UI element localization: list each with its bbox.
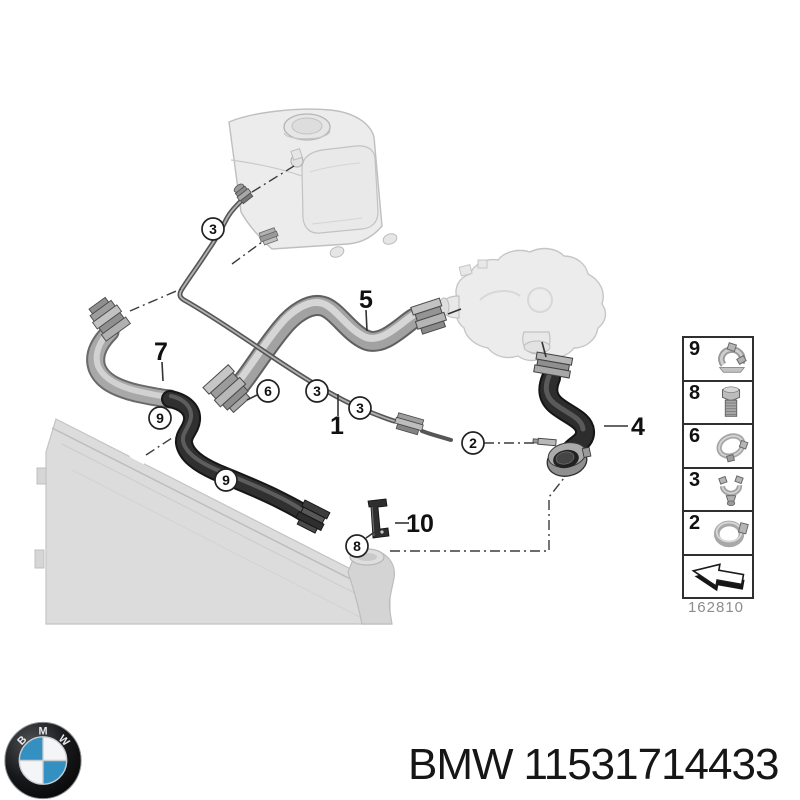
part-number: 11531714433 (523, 740, 780, 789)
hose-4-nipple (532, 437, 557, 447)
vent-pipe-top-fitting (233, 183, 254, 205)
leader-lines-solid (161, 308, 628, 539)
plain-labels: 5 7 1 4 10 (154, 286, 645, 538)
leader-pipe-to-tank-bottom (231, 241, 263, 265)
svg-text:9: 9 (156, 410, 164, 426)
bolt-icon (721, 385, 741, 417)
label-4: 4 (631, 413, 645, 441)
label-1: 1 (330, 412, 344, 440)
bmw-logo: B M W (4, 721, 82, 800)
hose-4-collar (533, 351, 574, 379)
legend-number: 2 (689, 512, 701, 534)
legend-item-2: 2 (684, 512, 752, 556)
hose-7 (86, 322, 180, 409)
legend-item-6: 6 (684, 425, 752, 469)
callout-8: 8 (345, 534, 369, 558)
figure-number: 162810 (687, 599, 745, 616)
cooling-hose-diagram: 3 6 3 3 2 9 9 8 5 (34, 108, 645, 625)
callout-9a: 9 (148, 406, 172, 430)
svg-text:3: 3 (209, 221, 217, 237)
svg-text:3: 3 (356, 400, 364, 416)
legend-box: 9 8 6 3 (682, 336, 754, 599)
hose-7-connector (88, 296, 131, 342)
legend-number: 3 (689, 468, 701, 491)
hose-4-flange (546, 442, 592, 477)
svg-text:2: 2 (469, 435, 477, 451)
bracket-part-10 (367, 498, 390, 539)
leader-lines-dashed (129, 165, 565, 552)
expansion-tank-ghost (228, 108, 398, 258)
legend-number: 8 (689, 381, 701, 404)
thermostat-housing-ghost (438, 247, 607, 362)
legend-arrow-cell (684, 555, 752, 597)
holder-clip-icon (718, 474, 744, 506)
legend-number: 9 (689, 338, 701, 360)
hose-9-end-ribs (295, 499, 331, 534)
leader-pipe-to-hose7 (129, 288, 182, 312)
legend-item-8: 8 (684, 381, 752, 425)
radiator-ghost (34, 418, 391, 625)
direction-arrow-icon (691, 562, 745, 591)
callout-3c: 3 (348, 396, 372, 420)
callout-2: 2 (461, 431, 485, 455)
callout-3a: 3 (201, 217, 225, 241)
leader-pipe-to-tank-top (251, 165, 295, 193)
svg-text:8: 8 (353, 538, 361, 554)
circle-callouts: 3 6 3 3 2 9 9 8 (148, 217, 485, 558)
leader-clamp9 (145, 437, 173, 456)
legend-number: 6 (689, 425, 701, 447)
svg-text:3: 3 (313, 383, 321, 399)
hose-4 (538, 368, 595, 461)
callout-3b: 3 (305, 379, 329, 403)
hose-clamp-icon (713, 520, 749, 548)
callout-9b: 9 (214, 468, 238, 492)
logo-quadrant-blue-1 (19, 736, 43, 761)
callout-6: 6 (256, 379, 280, 403)
svg-text:M: M (38, 725, 47, 737)
svg-text:6: 6 (264, 383, 272, 399)
tank-lower-fitting (258, 227, 279, 246)
svg-text:9: 9 (222, 472, 230, 488)
legend-item-3: 3 (684, 468, 752, 512)
label-7: 7 (154, 338, 168, 366)
vent-pipe-mid-connector (394, 412, 425, 436)
logo-quadrant-blue-2 (43, 760, 67, 785)
leader-callout8-to-hose4 (390, 477, 565, 552)
hose-9-dark-section (161, 390, 317, 525)
legend-item-9: 9 (684, 338, 752, 382)
spring-clamp-icon (718, 342, 747, 373)
hose-5 (221, 295, 444, 405)
hose-5-right-connector (410, 297, 448, 335)
label-10: 10 (406, 510, 434, 538)
brand-name: BMW (408, 740, 514, 789)
profile-clamp-icon (716, 433, 749, 463)
label-5: 5 (359, 286, 373, 314)
coupling-6 (202, 364, 251, 414)
